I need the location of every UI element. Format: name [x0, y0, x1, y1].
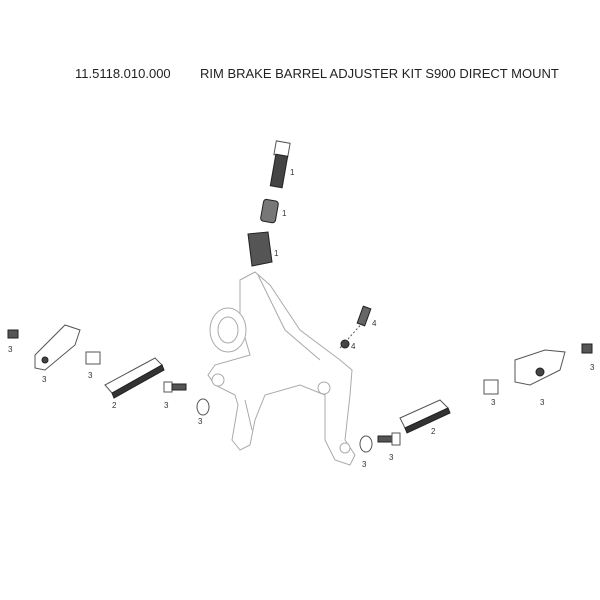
barrel-adjuster-bolt — [269, 140, 291, 189]
tension-spring — [356, 305, 372, 327]
callout-right-bolt: 3 — [389, 453, 394, 462]
callout-right-insert-nut: 3 — [491, 398, 496, 407]
callout-tension-nut: 4 — [351, 342, 356, 351]
tension-nut — [339, 319, 366, 349]
right-screw — [581, 343, 593, 354]
callout-left-washer: 3 — [198, 417, 203, 426]
callout-tension-spring: 4 — [372, 319, 377, 328]
right-bolt — [377, 432, 401, 446]
callout-right-holder: 3 — [540, 398, 545, 407]
right-washer — [359, 435, 373, 453]
callout-barrel-spring: 1 — [282, 209, 287, 218]
left-insert-nut — [85, 351, 101, 365]
right-insert-nut — [483, 379, 499, 395]
callout-left-insert-nut: 3 — [88, 371, 93, 380]
left-bolt — [163, 381, 187, 393]
right-pad-holder — [514, 349, 566, 386]
callout-left-bolt: 3 — [164, 401, 169, 410]
barrel-adjuster-spring — [260, 198, 279, 224]
callout-left-pad: 2 — [112, 401, 117, 410]
left-brake-pad — [104, 357, 165, 399]
callout-right-pad: 2 — [431, 427, 436, 436]
left-washer — [196, 398, 210, 416]
callout-barrel-bolt: 1 — [290, 168, 295, 177]
left-pad-holder — [34, 324, 81, 371]
callout-left-screw: 3 — [8, 345, 13, 354]
diagram-title: RIM BRAKE BARREL ADJUSTER KIT S900 DIREC… — [200, 66, 559, 81]
left-screw — [7, 329, 19, 339]
right-brake-pad — [399, 399, 451, 434]
callout-right-screw: 3 — [590, 363, 595, 372]
barrel-adjuster-nut — [247, 231, 273, 267]
callout-left-holder: 3 — [42, 375, 47, 384]
callout-barrel-nut: 1 — [274, 249, 279, 258]
callout-right-washer: 3 — [362, 460, 367, 469]
part-number: 11.5118.010.000 — [75, 66, 171, 81]
brake-caliper-frame — [207, 271, 356, 466]
